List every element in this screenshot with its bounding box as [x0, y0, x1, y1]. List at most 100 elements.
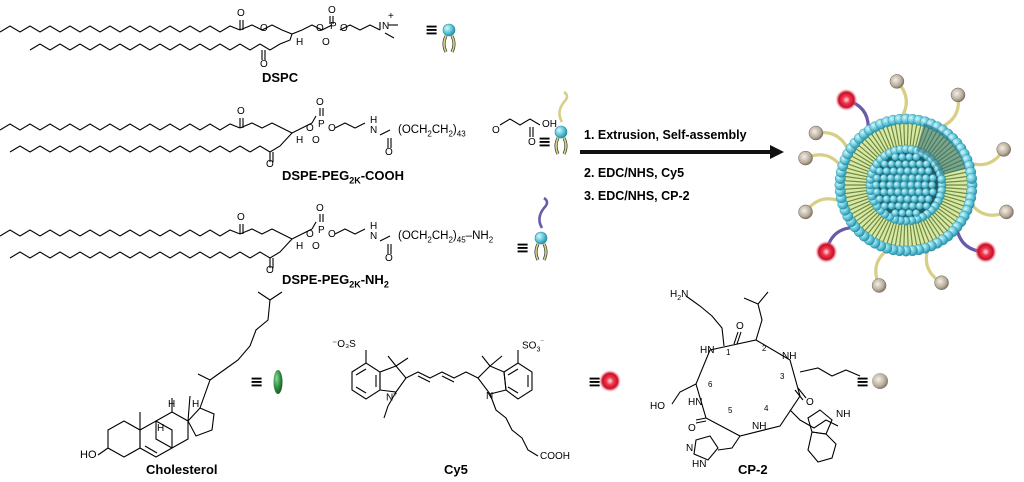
cy5-name: Cy5 [444, 462, 468, 477]
lipid-tail [942, 194, 966, 203]
cp2-peptide-marker [950, 87, 966, 103]
cp2-peptide-marker [889, 74, 905, 89]
core-head [898, 153, 906, 161]
core-head [880, 174, 888, 182]
peg-cooh-atom-o-f: O [385, 147, 393, 158]
lipid-tail [850, 155, 873, 168]
cp2-atom-o3: O [688, 423, 696, 434]
cp2-residue-4: 4 [764, 404, 769, 413]
lipid-tail [860, 210, 880, 229]
core-head [879, 181, 887, 189]
cy5-atom-n2: N [486, 391, 494, 402]
peg-nh2-atom-o-g: O [266, 265, 274, 276]
core-head [889, 167, 898, 175]
lipid-tail [874, 131, 888, 153]
lipid-tail [855, 148, 876, 164]
cp2-atom-n1: HN [700, 345, 715, 356]
cy5-atom-cooh: COOH [540, 451, 570, 462]
cp2-atom-o1: O [736, 321, 744, 332]
lipid-tail [847, 163, 871, 173]
core-head [887, 174, 895, 182]
lipid-tail [849, 159, 872, 171]
core-head [903, 167, 912, 175]
lipid-tail [864, 138, 882, 158]
core-head [901, 174, 909, 182]
core-head [912, 209, 920, 217]
cp2-residue-3: 3 [780, 372, 785, 381]
core-head [928, 181, 936, 189]
peg-nh2-name: DSPE-PEG2K-NH2 [282, 272, 389, 290]
peg-cooh-atom-o-b: O [306, 123, 314, 134]
core-head [894, 160, 903, 168]
lipid-tail [867, 214, 884, 235]
core-head [922, 188, 930, 196]
lipid-tail [943, 189, 968, 195]
cp2-atom-n2: NH [782, 351, 797, 362]
core-head [922, 160, 931, 168]
core-head [891, 209, 899, 217]
step-3-label: 3. EDC/NHS, CP-2 [584, 189, 690, 203]
lipid-tail [912, 123, 918, 148]
lipid-tail [858, 144, 878, 162]
lipid-tail [914, 124, 922, 149]
lipid-tail [853, 151, 875, 166]
dspc-atom-o6: O [340, 23, 348, 34]
lipid-tail [855, 206, 876, 222]
cy5-atom-n1: N+ [386, 391, 398, 404]
cp2-peptide-marker [798, 150, 813, 166]
core-head [901, 202, 910, 210]
lipid-tail [858, 208, 878, 226]
lipid-tail [930, 212, 948, 232]
cp2-atom-n3: HN [688, 397, 703, 408]
core-head [887, 202, 896, 210]
core-head [894, 188, 902, 196]
lipid-tail [845, 171, 869, 178]
core-head [905, 153, 913, 161]
lipid-tail [903, 123, 906, 148]
peg-nh2-atom-o-c: O [316, 203, 324, 214]
lipid-tail [870, 216, 886, 237]
core-head [875, 195, 884, 203]
lipid-tail [917, 220, 926, 245]
core-head [903, 195, 912, 203]
cp2-atom-imidazole-nh: HN [692, 459, 707, 470]
lipid-tail [941, 197, 965, 207]
core-head [929, 174, 937, 182]
core-head [900, 181, 908, 189]
cy5-dye-icon [599, 370, 621, 392]
lipid-tail [864, 212, 882, 232]
peg-nh2-chain: (OCH2CH2)45–NH2 [398, 230, 494, 245]
peg-nh2-atom-p: P [318, 225, 325, 236]
core-head [880, 188, 888, 196]
dspc-structure [0, 16, 398, 60]
lipid-tail [943, 175, 968, 181]
peg-nh2-atom-o-a: O [237, 212, 245, 223]
lipid-tail [936, 206, 957, 222]
dspc-atom-o3: O [316, 23, 324, 34]
outer-head [966, 173, 978, 184]
lipid-tail [894, 222, 900, 247]
core-head [924, 195, 933, 203]
core-head [887, 188, 895, 196]
peg-cooh-atom-o-d: O [312, 135, 320, 146]
lipid-tail [898, 222, 903, 247]
dspc-atom-o5: O [322, 37, 330, 48]
lipid-tail [844, 175, 869, 181]
lipid-tail [845, 192, 869, 199]
peg-cooh-equivalence: ≡ [538, 132, 552, 151]
lipid-tail [890, 124, 898, 149]
lipid-tail [890, 221, 898, 246]
cp2-peptide-marker [871, 278, 887, 293]
cy5-so3-right: SO3⁻ [522, 339, 545, 354]
dspc-atom-o2: O [260, 23, 268, 34]
peg-cooh-atom-o-c: O [316, 97, 324, 108]
dspc-atom-plus: + [388, 11, 394, 22]
peg-cooh-atom-o-i: O [528, 137, 536, 148]
core-head [910, 195, 919, 203]
core-head [915, 202, 924, 210]
lipid-tail [850, 202, 873, 215]
cy5-structure [351, 350, 539, 457]
core-head [886, 181, 894, 189]
